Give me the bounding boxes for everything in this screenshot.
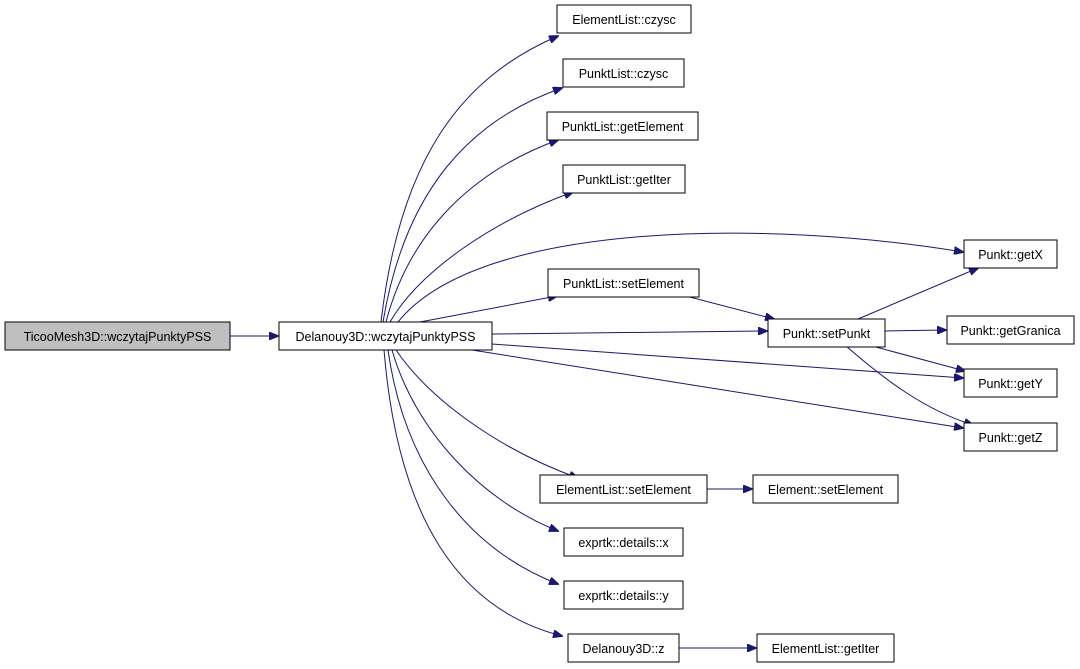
node-label: Element::setElement: [768, 483, 884, 497]
node-label: exprtk::details::x: [578, 536, 669, 550]
node-punktlist-czysc[interactable]: PunktList::czysc: [562, 58, 685, 88]
node-punktlist-setelement[interactable]: PunktList::setElement: [547, 268, 700, 298]
node-label: PunktList::getElement: [562, 120, 684, 134]
edge-delanouy-wczytaj-to-punktlist-getelement: [385, 140, 558, 323]
edge-delanouy-wczytaj-to-exprtk-y: [387, 349, 558, 584]
node-label: Punkt::setPunkt: [783, 327, 871, 341]
node-label: PunktList::setElement: [563, 277, 684, 291]
node-label: ElementList::setElement: [556, 483, 691, 497]
edges-layer: [230, 36, 978, 648]
node-punkt-setpunkt[interactable]: Punkt::setPunkt: [767, 318, 886, 348]
edge-delanouy-wczytaj-to-punktlist-setelement: [419, 296, 557, 323]
node-label: Punkt::getZ: [979, 431, 1043, 445]
edge-delanouy-wczytaj-to-delanouy-z: [383, 349, 562, 636]
node-label: ElementList::getIter: [772, 642, 880, 656]
nodes-layer: TicooMesh3D::wczytajPunktyPSS Delanouy3D…: [4, 4, 1075, 663]
node-ticoomesh3d-wczytajpunktypss[interactable]: TicooMesh3D::wczytajPunktyPSS: [4, 321, 231, 351]
node-punkt-getx[interactable]: Punkt::getX: [963, 239, 1058, 269]
edge-punkt-setpunkt-to-punkt-getz: [845, 345, 973, 425]
node-exprtk-details-y[interactable]: exprtk::details::y: [563, 580, 684, 610]
node-delanouy3d-wczytajpunktypss[interactable]: Delanouy3D::wczytajPunktyPSS: [278, 321, 493, 351]
edge-punkt-setpunkt-to-punkt-getgranica: [884, 330, 946, 331]
node-label: Punkt::getX: [978, 248, 1043, 262]
edge-delanouy-wczytaj-to-punktlist-czysc: [382, 88, 562, 323]
node-label: Delanouy3D::z: [583, 642, 665, 656]
edge-punktlist-setelement-to-punkt-setpunkt: [681, 294, 774, 319]
node-punkt-getgranica[interactable]: Punkt::getGranica: [946, 315, 1075, 345]
node-label: PunktList::getIter: [577, 173, 671, 187]
edge-delanouy-wczytaj-to-punktlist-getiter: [389, 192, 573, 323]
node-punktlist-getelement[interactable]: PunktList::getElement: [546, 111, 699, 141]
node-punkt-getz[interactable]: Punkt::getZ: [963, 422, 1058, 452]
edge-punkt-setpunkt-to-punkt-getx: [857, 268, 978, 320]
node-punkt-gety[interactable]: Punkt::getY: [963, 368, 1058, 398]
edge-delanouy-wczytaj-to-punkt-setpunkt: [491, 331, 767, 334]
edge-delanouy-wczytaj-to-exprtk-x: [391, 349, 558, 531]
edge-delanouy-wczytaj-to-punkt-getx: [397, 232, 963, 323]
node-label: TicooMesh3D::wczytajPunktyPSS: [24, 330, 212, 344]
edge-punkt-setpunkt-to-punkt-gety: [871, 345, 965, 371]
edge-delanouy-wczytaj-to-elementlist-czysc: [380, 36, 558, 323]
edge-delanouy-wczytaj-to-punkt-gety: [491, 343, 963, 378]
edge-delanouy-wczytaj-to-punkt-getz: [471, 349, 963, 428]
node-label: Punkt::getY: [978, 377, 1043, 391]
node-elementlist-setelement[interactable]: ElementList::setElement: [539, 474, 708, 504]
node-delanouy3d-z[interactable]: Delanouy3D::z: [567, 633, 680, 663]
node-elementlist-czysc[interactable]: ElementList::czysc: [556, 4, 692, 34]
node-elementlist-getiter[interactable]: ElementList::getIter: [756, 633, 895, 663]
node-label: PunktList::czysc: [579, 67, 669, 81]
node-label: ElementList::czysc: [572, 13, 676, 27]
node-label: exprtk::details::y: [578, 589, 669, 603]
node-punktlist-getiter[interactable]: PunktList::getIter: [562, 164, 686, 194]
node-label: Delanouy3D::wczytajPunktyPSS: [296, 330, 476, 344]
node-exprtk-details-x[interactable]: exprtk::details::x: [563, 527, 684, 557]
node-label: Punkt::getGranica: [960, 324, 1060, 338]
edge-delanouy-wczytaj-to-elementlist-setelement: [395, 349, 578, 478]
node-element-setelement[interactable]: Element::setElement: [752, 474, 899, 504]
